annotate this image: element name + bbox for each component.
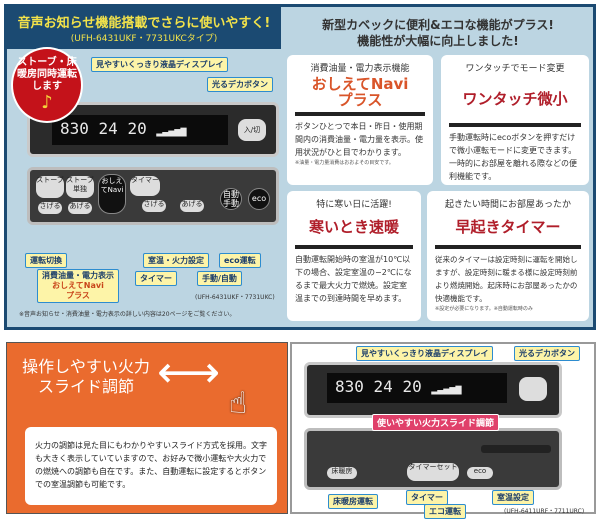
- card-caption: 特に寒い日に活躍!: [316, 200, 392, 210]
- divider: [449, 123, 581, 127]
- control-panel: ストーブ ストーブ単独 さげる あげる おしえてNavi タイマー さげる あげ…: [27, 167, 279, 225]
- bottom-model: (UFH-6411URF・7711URC): [504, 508, 585, 515]
- lcd-time: 830: [60, 119, 89, 138]
- card-early-timer: 起きたい時間にお部屋あったか 早起きタイマー 従来のタイマーは設定時刻に運転を開…: [427, 191, 589, 321]
- consumption-text: 消費油量・電力表示: [42, 271, 114, 280]
- left-right-arrow-icon: ⟷: [157, 347, 221, 398]
- label-mode-switch: 運転切換: [25, 253, 67, 268]
- fire-slider[interactable]: [481, 445, 551, 453]
- navi-title: おしえてNavi: [311, 75, 409, 93]
- label-slide: 使いやすい火力スライド調節: [372, 414, 500, 431]
- label-timer: タイマー: [135, 271, 177, 286]
- lcd-temp: 24 20: [98, 119, 147, 138]
- label-temp-setting: 室温・火力設定: [143, 253, 209, 268]
- eco-button[interactable]: eco: [467, 467, 493, 479]
- card-body: 自動運転開始時の室温が10℃以下の場合、設定室温の−2℃になるまで最大火力で燃焼…: [295, 255, 412, 303]
- card-one-touch: ワンタッチでモード変更 ワンタッチ微小 手動運転時にecoボタンを押すだけで微小…: [441, 55, 589, 185]
- level-bars-icon: ▂▃▄▅▆: [431, 384, 462, 395]
- card-caption: 消費油量・電力表示機能: [310, 64, 410, 74]
- label-big-button: 光るデカボタン: [207, 77, 273, 92]
- music-note-icon: ♪: [41, 92, 53, 113]
- left-subtitle: (UFH-6431UKF・7731UKCタイプ): [70, 34, 218, 44]
- card-note: ※設定が必要になります。※自動運転時のみ: [435, 306, 533, 312]
- divider: [435, 245, 581, 249]
- right-headline: 新型カベックに便利&エコな機能がプラス! 機能性が大幅に向上しました!: [283, 17, 593, 49]
- floor-heat-button[interactable]: 床暖房: [327, 467, 357, 479]
- timer-button[interactable]: タイマー: [130, 176, 160, 196]
- device-display-unit: 830 24 20 ▂▃▄▅▆ 入/切: [27, 102, 279, 157]
- left-footnote: ※音声お知らせ・消費油量・電力表示の詳しい内容は20ページをご覧ください。: [19, 311, 236, 318]
- down-button[interactable]: さげる: [38, 202, 62, 214]
- card-caption: ワンタッチでモード変更: [465, 64, 565, 74]
- label-display: 見やすいくっきり液晶ディスプレイ: [91, 57, 229, 72]
- bottom-device-panel: 830 24 20 ▂▃▄▅▆ 見やすいくっきり液晶ディスプレイ 光るデカボタン…: [290, 342, 596, 519]
- auto-manual-button[interactable]: 自動手動: [220, 188, 242, 210]
- card-body: ボタンひとつで本日・昨日・使用期間内の消費油量・電力量を表示。使用状況がひと目で…: [295, 122, 423, 157]
- label-timer: タイマー: [406, 490, 448, 505]
- card-caption: 起きたい時間にお部屋あったか: [444, 200, 571, 210]
- pointing-hand-icon: ☝: [229, 386, 248, 421]
- control-panel: 床暖房 タイマーセット eco: [304, 428, 562, 490]
- temp-up-button[interactable]: あげる: [180, 200, 204, 212]
- headline-1: 新型カベックに便利&エコな機能がプラス!: [322, 18, 554, 32]
- label-manual-auto: 手動/自動: [197, 271, 242, 286]
- power-button[interactable]: 入/切: [238, 119, 266, 141]
- left-header: 音声お知らせ機能搭載でさらに使いやすく! (UFH-6431UKF・7731UK…: [7, 7, 281, 49]
- timer-set-button[interactable]: タイマーセット: [407, 463, 459, 481]
- navi-text: おしえてNavi: [52, 281, 104, 290]
- label-floor: 床暖房運転: [328, 494, 378, 509]
- plus-title: プラス: [337, 91, 383, 109]
- orange-title: 操作しやすい火力スライド調節: [22, 357, 150, 396]
- level-bars-icon: ▂▃▄▅▆: [156, 126, 187, 137]
- card-title: 寒いとき速暖: [308, 218, 399, 236]
- device-display-unit: 830 24 20 ▂▃▄▅▆: [304, 362, 562, 418]
- card-title: 早起きタイマー: [455, 218, 561, 236]
- bubble-text: ストーブ・床暖房同時運転します: [17, 57, 77, 92]
- power-button[interactable]: [519, 377, 547, 401]
- headline-2: 機能性が大幅に向上しました!: [357, 34, 519, 48]
- simultaneous-bubble: ストーブ・床暖房同時運転します♪: [11, 47, 83, 123]
- divider: [295, 112, 425, 116]
- stove-floor-button[interactable]: ストーブ: [36, 176, 64, 198]
- left-title: 音声お知らせ機能搭載でさらに使いやすく!: [17, 16, 271, 31]
- card-title: ワンタッチ微小: [462, 90, 568, 108]
- lcd-temp: 24 20: [373, 377, 422, 396]
- lcd-display: 830 24 20 ▂▃▄▅▆: [327, 373, 507, 403]
- temp-down-button[interactable]: さげる: [142, 200, 166, 212]
- up-button[interactable]: あげる: [68, 202, 92, 214]
- card-body: 手動運転時にecoボタンを押すだけで微小運転モードに変更できます。一時的にお部屋…: [449, 133, 577, 181]
- lcd-display: 830 24 20 ▂▃▄▅▆: [52, 115, 228, 145]
- orange-body: 火力の調節は見た目にもわかりやすいスライド方式を採用。文字も大きく表示していてい…: [25, 427, 277, 505]
- navi-button[interactable]: おしえてNavi: [98, 174, 126, 214]
- card-quick-heat: 特に寒い日に活躍! 寒いとき速暖 自動運転開始時の室温が10℃以下の場合、設定室…: [287, 191, 421, 321]
- divider: [295, 245, 413, 249]
- eco-button[interactable]: eco: [248, 188, 270, 210]
- features-panel: 音声お知らせ機能搭載でさらに使いやすく! (UFH-6431UKF・7731UK…: [4, 4, 596, 330]
- label-temp: 室温設定: [492, 490, 534, 505]
- label-eco: eco運転: [219, 253, 261, 268]
- label-eco: エコ運転: [424, 504, 466, 519]
- label-big-button: 光るデカボタン: [514, 346, 580, 361]
- card-note: ※油量・電力量消費はおおよその目安です。: [295, 160, 394, 166]
- label-display: 見やすいくっきり液晶ディスプレイ: [356, 346, 494, 361]
- card-body: 従来のタイマーは設定時刻に運転を開始しますが、設定時刻に暖まる様に設定時刻前より…: [435, 255, 578, 303]
- slide-control-panel: 操作しやすい火力スライド調節 ⟷ ☝ 火力の調節は見た目にもわかりやすいスライド…: [6, 342, 288, 514]
- stove-only-button[interactable]: ストーブ単独: [66, 176, 94, 198]
- left-model: (UFH-6431UKF・7731UKC): [195, 294, 275, 301]
- lcd-time: 830: [335, 377, 364, 396]
- plus-text: プラス: [66, 291, 90, 300]
